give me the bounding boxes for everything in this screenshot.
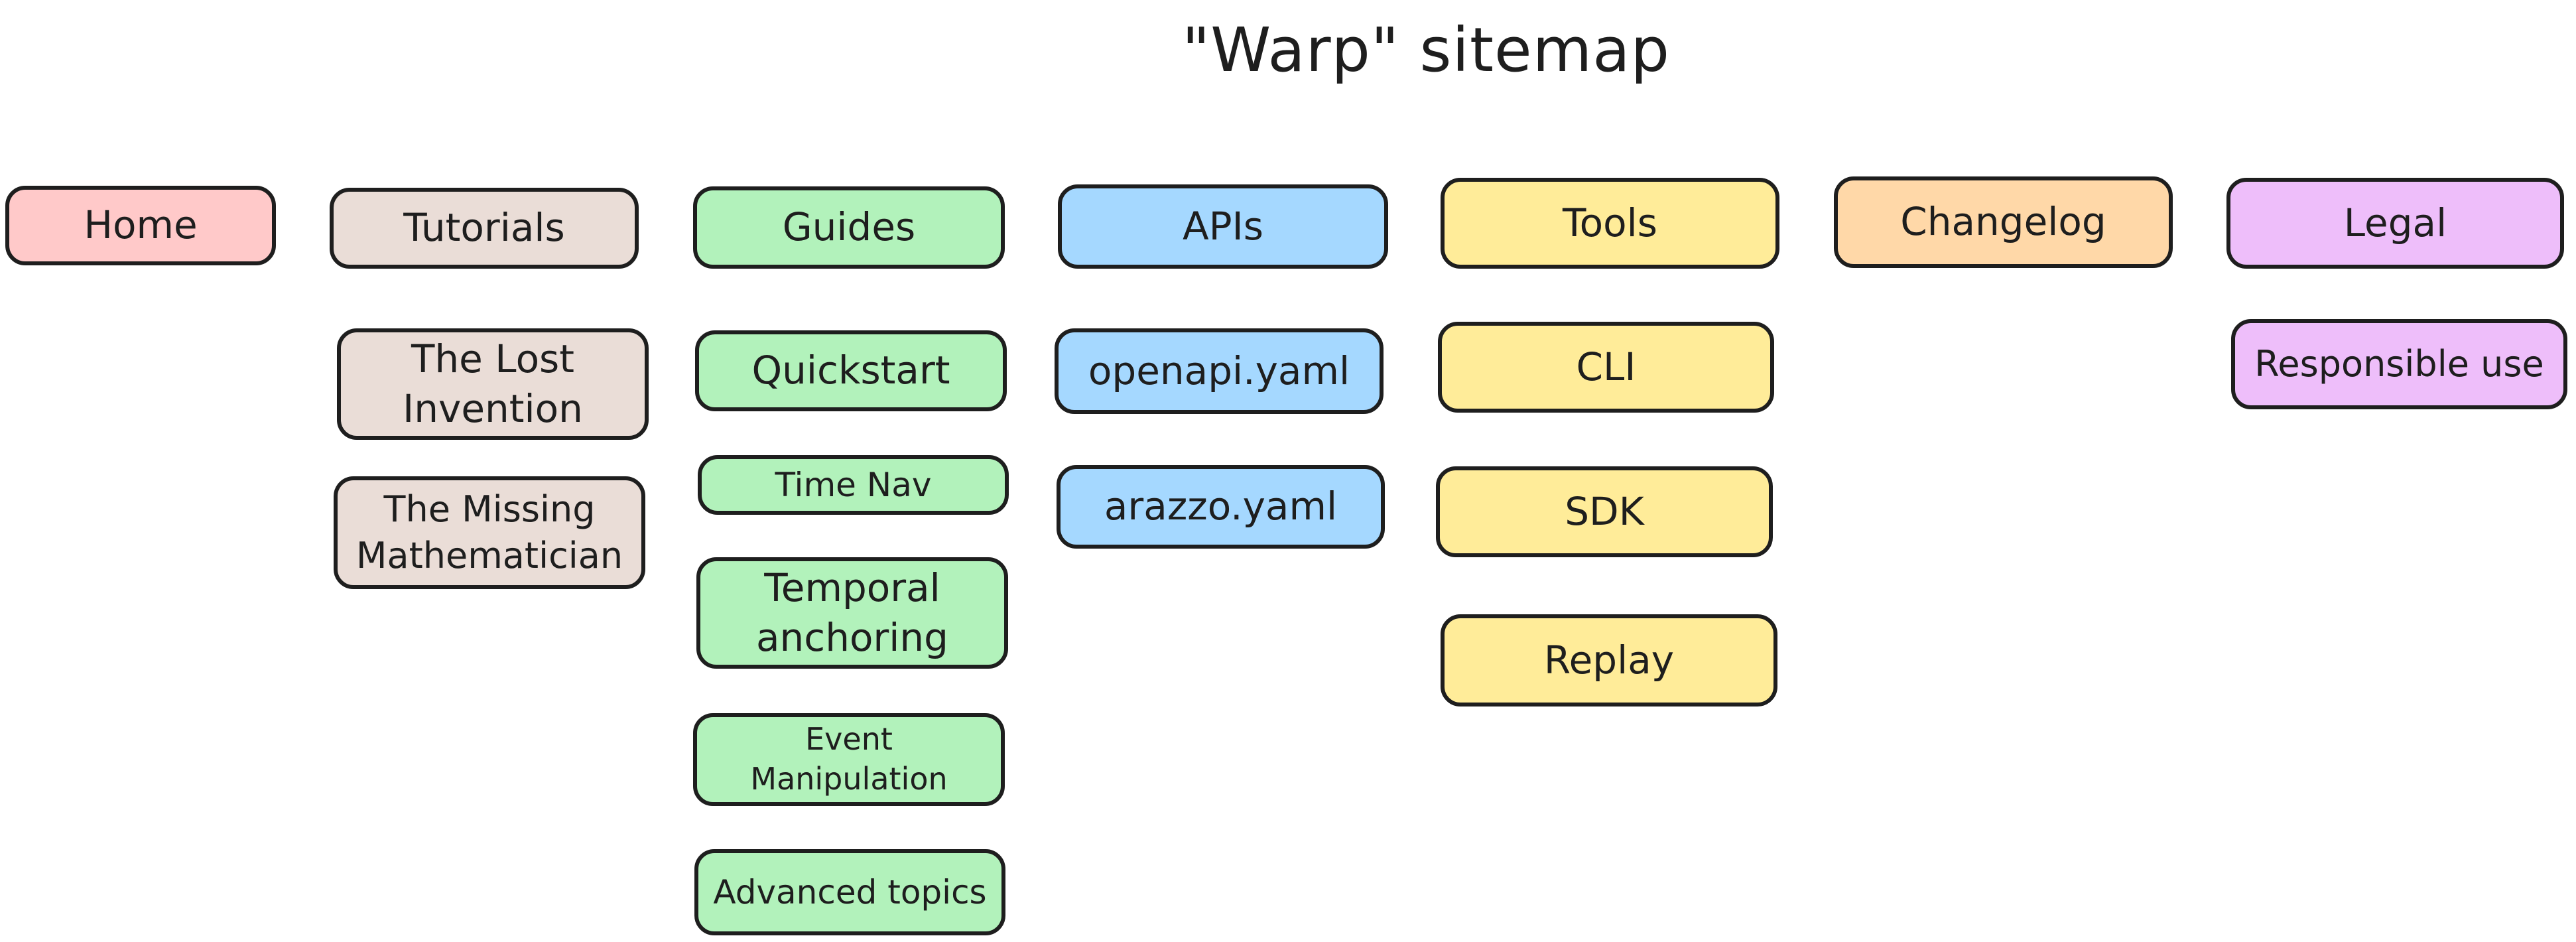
node-replay[interactable]: Replay bbox=[1441, 614, 1777, 706]
node-tools[interactable]: Tools bbox=[1441, 178, 1779, 269]
node-advanced-topics[interactable]: Advanced topics bbox=[694, 849, 1005, 935]
node-cli[interactable]: CLI bbox=[1438, 322, 1774, 413]
node-label: Event Manipulation bbox=[750, 721, 948, 797]
node-label: Tutorials bbox=[403, 205, 565, 251]
node-guides[interactable]: Guides bbox=[693, 186, 1005, 269]
node-label: Legal bbox=[2343, 200, 2447, 245]
node-changelog[interactable]: Changelog bbox=[1834, 176, 2173, 268]
node-arazzo-yaml[interactable]: arazzo.yaml bbox=[1057, 465, 1385, 549]
node-quickstart[interactable]: Quickstart bbox=[695, 330, 1007, 411]
node-legal[interactable]: Legal bbox=[2226, 178, 2564, 269]
node-label: Advanced topics bbox=[713, 872, 987, 911]
diagram-title: "Warp" sitemap bbox=[1181, 14, 1671, 86]
node-label: arazzo.yaml bbox=[1104, 484, 1338, 529]
node-label: Responsible use bbox=[2254, 342, 2544, 385]
node-label: SDK bbox=[1565, 488, 1644, 534]
node-label: Tools bbox=[1563, 200, 1657, 245]
node-home[interactable]: Home bbox=[5, 186, 276, 265]
node-label: Replay bbox=[1543, 637, 1675, 683]
node-event-manipulation[interactable]: Event Manipulation bbox=[693, 713, 1005, 806]
node-label: Guides bbox=[782, 204, 916, 250]
node-sdk[interactable]: SDK bbox=[1436, 466, 1773, 557]
node-label: The Lost Invention bbox=[403, 336, 583, 431]
node-label: CLI bbox=[1576, 344, 1636, 389]
node-label: Time Nav bbox=[775, 465, 932, 504]
node-label: APIs bbox=[1183, 203, 1263, 249]
node-apis[interactable]: APIs bbox=[1058, 184, 1388, 269]
node-openapi-yaml[interactable]: openapi.yaml bbox=[1055, 328, 1384, 414]
node-tutorials[interactable]: Tutorials bbox=[330, 188, 639, 269]
node-label: Changelog bbox=[1900, 199, 2106, 245]
node-temporal-anchoring[interactable]: Temporal anchoring bbox=[696, 557, 1008, 669]
node-label: openapi.yaml bbox=[1088, 348, 1350, 393]
node-label: Quickstart bbox=[751, 348, 950, 393]
node-label: The Missing Mathematician bbox=[355, 488, 623, 576]
node-time-nav[interactable]: Time Nav bbox=[698, 455, 1009, 515]
node-responsible-use[interactable]: Responsible use bbox=[2231, 319, 2567, 409]
node-the-missing-mathematician[interactable]: The Missing Mathematician bbox=[334, 476, 645, 589]
node-label: Temporal anchoring bbox=[756, 565, 948, 660]
node-the-lost-invention[interactable]: The Lost Invention bbox=[337, 328, 649, 440]
node-label: Home bbox=[84, 202, 198, 248]
